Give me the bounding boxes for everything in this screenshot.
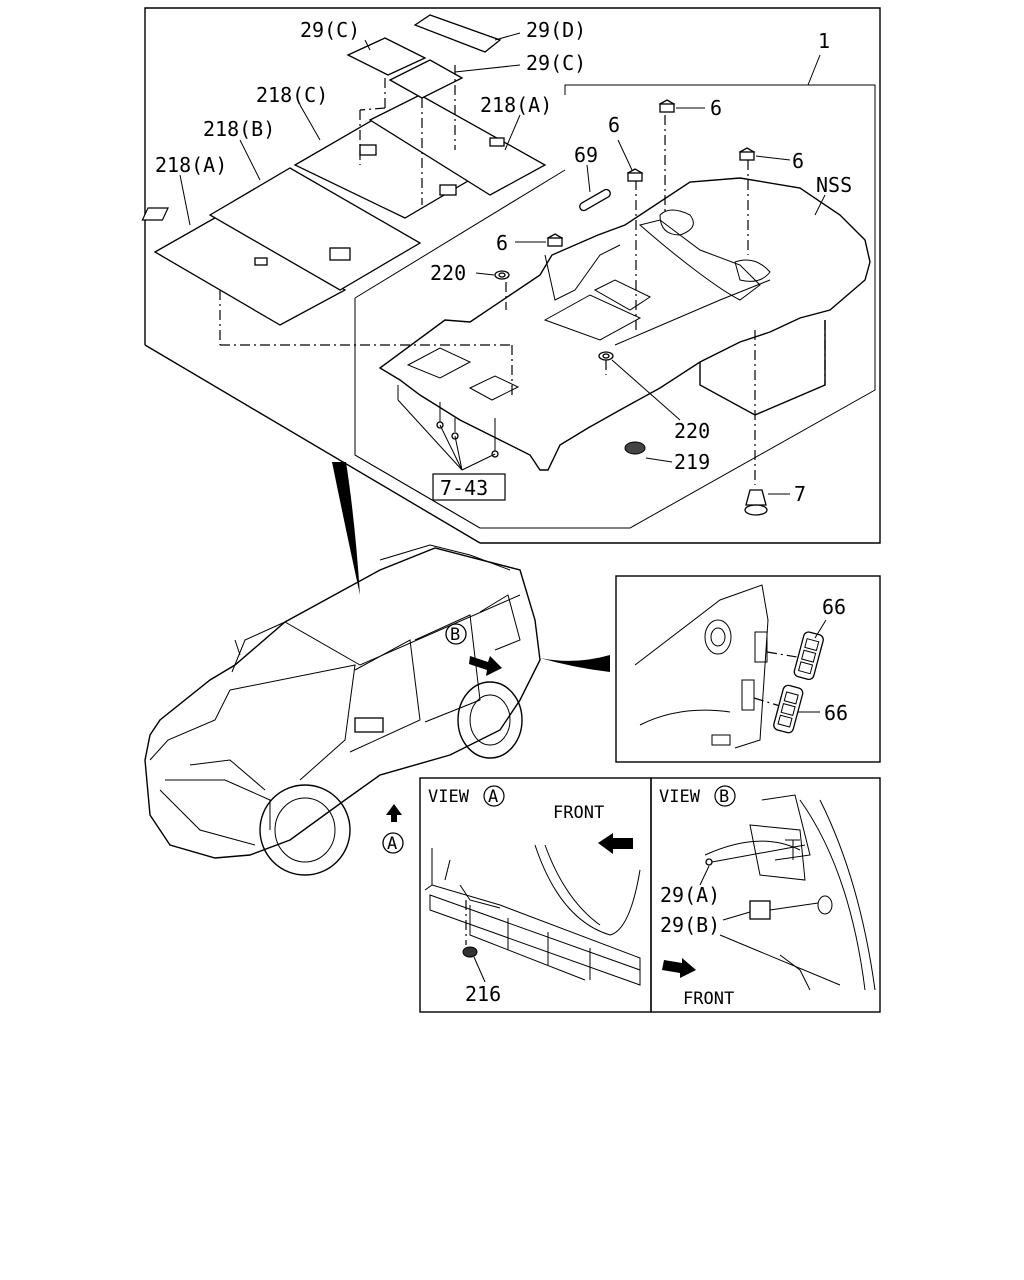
label-218b: 218(B) <box>203 117 275 141</box>
part-219 <box>624 441 646 455</box>
label-29c-right: 29(C) <box>526 51 586 75</box>
label-66-top: 66 <box>822 595 846 619</box>
label-29d: 29(D) <box>526 18 586 42</box>
view-a-front: FRONT <box>553 803 604 823</box>
marker-b-letter: B <box>450 625 460 645</box>
leader-lines <box>179 32 826 495</box>
label-66-bottom: 66 <box>824 701 848 725</box>
label-6-top: 6 <box>710 96 722 120</box>
label-220-right: 220 <box>674 419 710 443</box>
marker-a-letter: A <box>387 834 397 854</box>
label-29a: 29(A) <box>660 883 720 907</box>
insulator-pads <box>141 94 547 326</box>
label-220-left: 220 <box>430 261 466 285</box>
label-7-43: 7-43 <box>440 476 488 500</box>
view-b-front: FRONT <box>683 989 734 1009</box>
label-216: 216 <box>465 982 501 1006</box>
label-218c: 218(C) <box>256 83 328 107</box>
view-b-box: VIEW B 29(A) 29(B) FRONT <box>650 777 881 1013</box>
label-1: 1 <box>818 29 830 53</box>
pointer-headliner-to-car <box>332 462 360 595</box>
view-b-letter: B <box>719 787 729 807</box>
clips-6 <box>546 99 756 247</box>
pointer-car-to-66 <box>540 655 610 672</box>
marker-b: B <box>445 623 502 676</box>
label-29b: 29(B) <box>660 913 720 937</box>
small-pads-29 <box>346 14 502 99</box>
label-69: 69 <box>574 143 598 167</box>
headliner-panel <box>144 7 881 544</box>
marker-a: A <box>382 804 404 854</box>
part-69 <box>579 188 611 212</box>
vehicle-illustration <box>144 544 541 876</box>
label-7: 7 <box>794 482 806 506</box>
part-7-43-hardware <box>397 385 506 501</box>
view-a-label: VIEW <box>428 787 470 807</box>
callout-labels: 29(C) 29(D) 29(C) 1 218(C) 218(A) 218(B)… <box>155 18 852 506</box>
label-218a-right: 218(A) <box>480 93 552 117</box>
grommets-220 <box>494 270 614 361</box>
label-6-mid: 6 <box>608 113 620 137</box>
detail-66-box: 66 66 <box>615 575 881 763</box>
view-a-box: VIEW A FRONT 216 <box>419 777 652 1013</box>
part-7-clip <box>744 489 768 516</box>
view-b-label: VIEW <box>659 787 701 807</box>
label-29c-top: 29(C) <box>300 18 360 42</box>
label-218a-left: 218(A) <box>155 153 227 177</box>
label-6-left: 6 <box>496 231 508 255</box>
headliner <box>378 177 871 471</box>
label-6-right: 6 <box>792 149 804 173</box>
label-nss: NSS <box>816 173 852 197</box>
view-a-letter: A <box>488 787 498 807</box>
label-219: 219 <box>674 450 710 474</box>
